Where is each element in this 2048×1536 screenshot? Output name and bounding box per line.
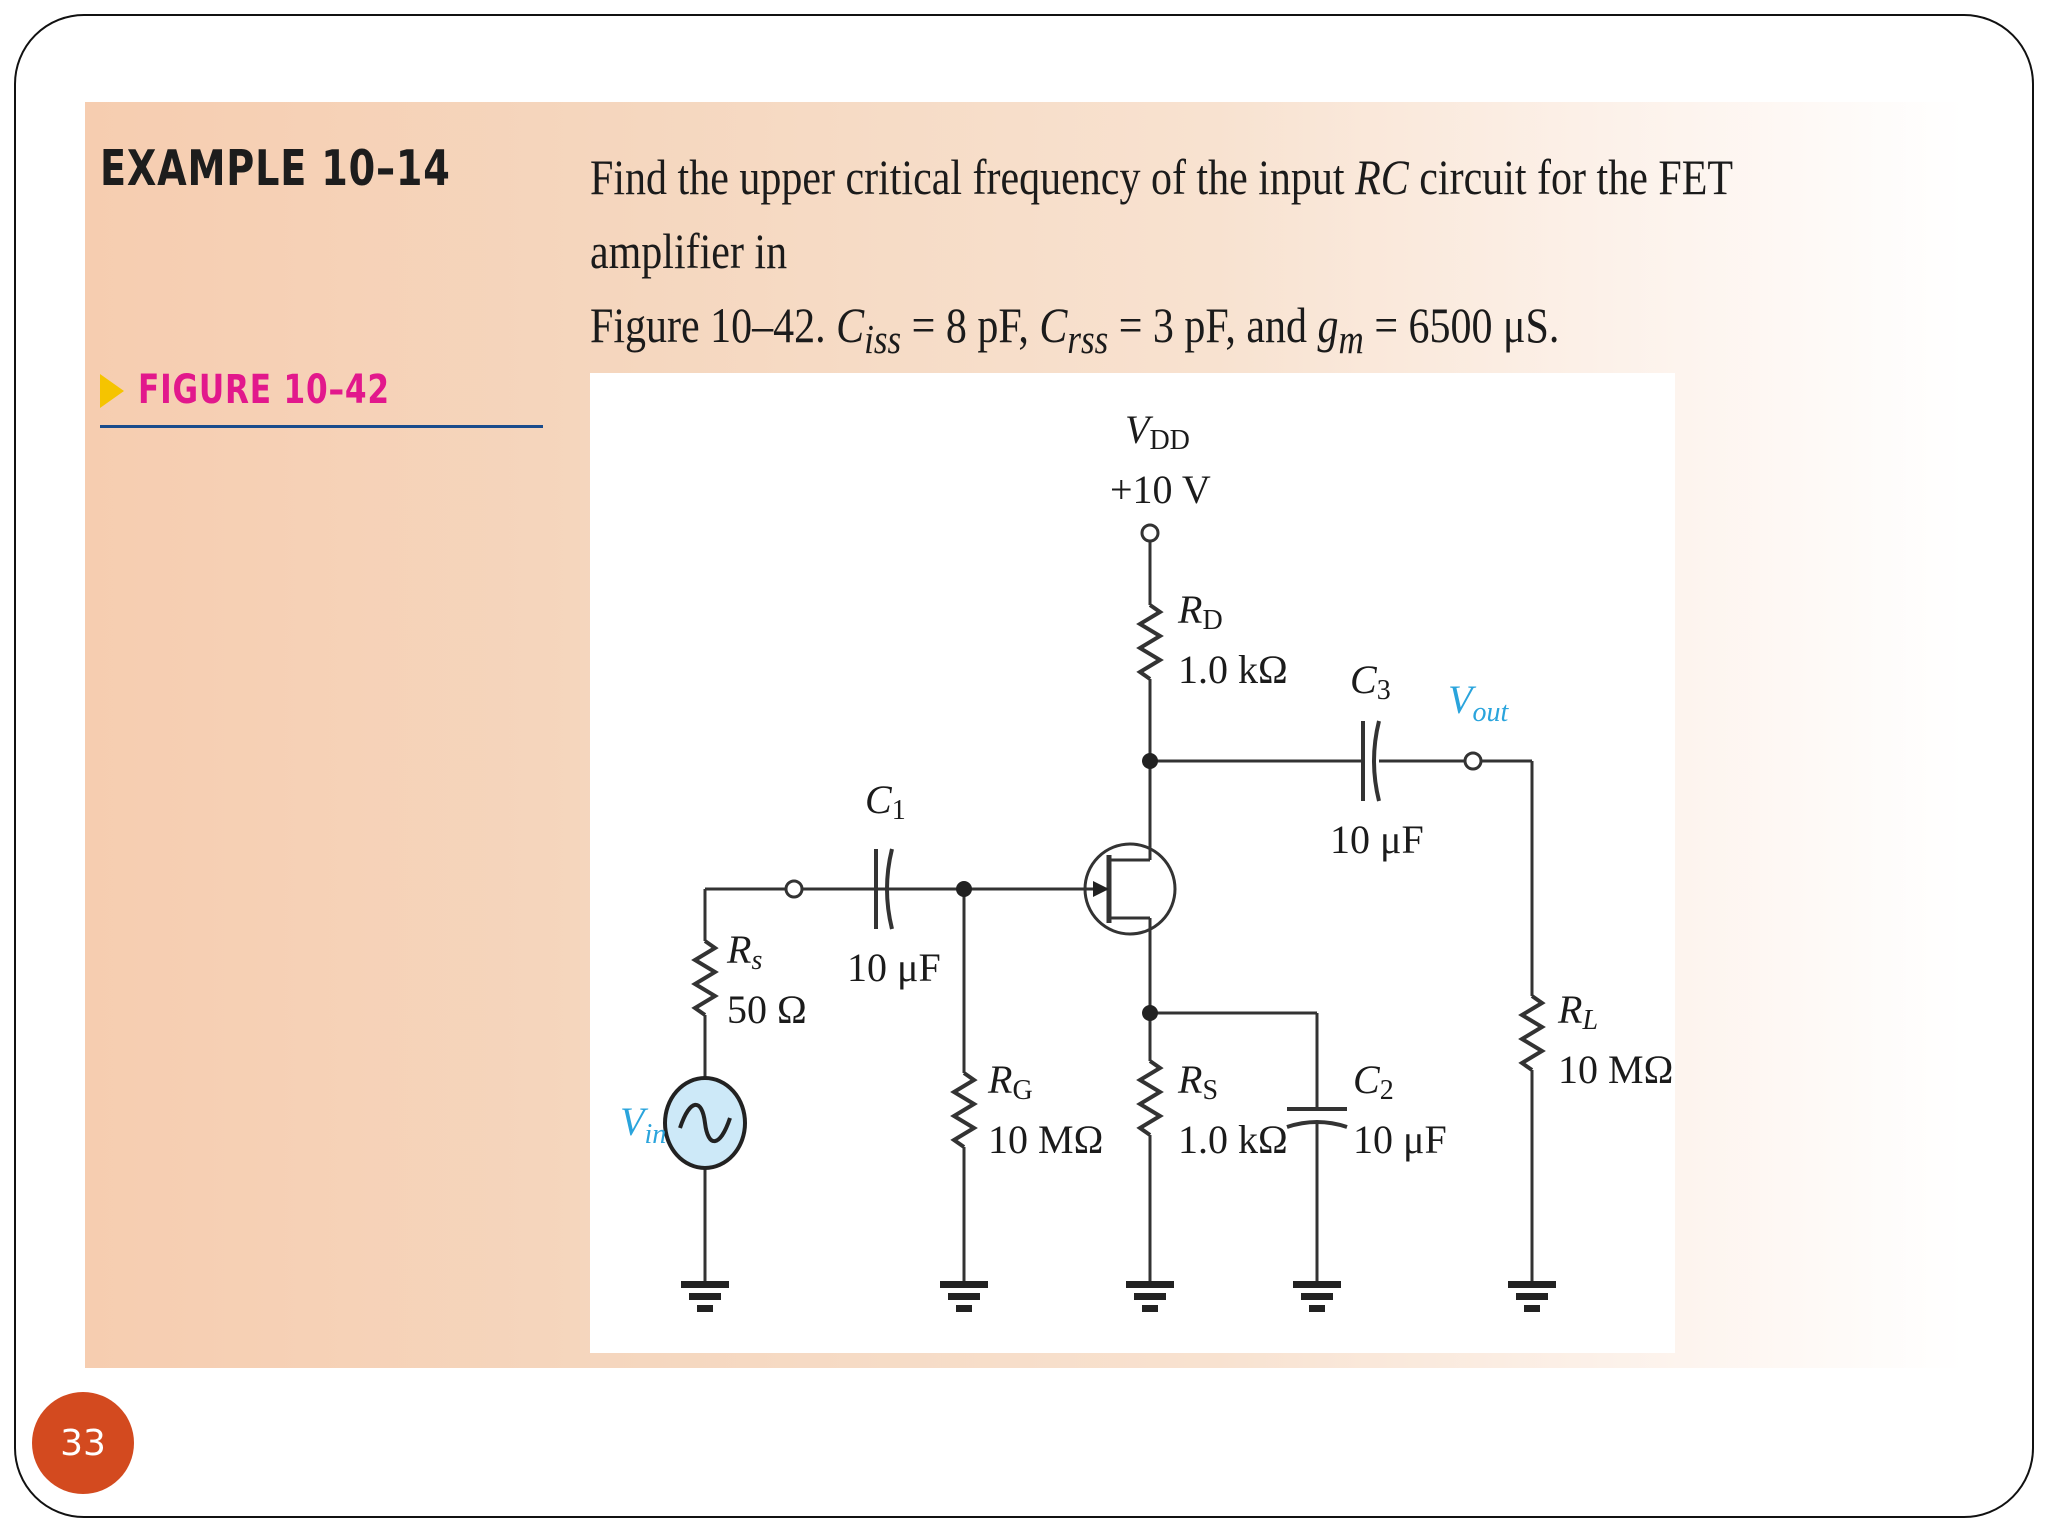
terminal-vdd [1140, 523, 1160, 543]
rg-label: RG [987, 1057, 1033, 1106]
figure-rule [100, 425, 543, 428]
vdd-value: +10 V [1110, 467, 1211, 512]
rg-resistor [950, 1071, 978, 1149]
c1-plate-right [885, 848, 894, 930]
vout-label: Vout [1448, 677, 1509, 728]
figure-arrow-icon [100, 374, 124, 408]
rl-value: 10 MΩ [1558, 1047, 1673, 1092]
rd-value: 1.0 kΩ [1178, 647, 1288, 692]
node-drain [1142, 753, 1158, 769]
page-number-badge: 33 [32, 1392, 134, 1494]
c3-value: 10 μF [1330, 817, 1424, 862]
rs-resistor [1136, 1059, 1164, 1137]
c2-value: 10 μF [1353, 1117, 1447, 1162]
c1-label: C1 [865, 777, 906, 826]
rg-value: 10 MΩ [988, 1117, 1103, 1162]
node-source [1142, 1005, 1158, 1021]
c3-plate-right [1372, 720, 1381, 802]
figure-label: FIGURE 10–42 [138, 367, 390, 413]
rsig-resistor [691, 939, 719, 1017]
rs-label: RS [1177, 1057, 1218, 1106]
c2-plate-bottom [1286, 1120, 1348, 1129]
node-gate [956, 881, 972, 897]
c1-value: 10 μF [847, 945, 941, 990]
rd-label: RD [1177, 587, 1223, 636]
problem-line-2: Figure 10–42. Ciss = 8 pF, Crss = 3 pF, … [590, 297, 1560, 363]
c2-label: C2 [1353, 1057, 1394, 1106]
vin-label: Vin [620, 1099, 666, 1150]
jfet-gate-arrow-icon [1093, 881, 1109, 897]
terminal-input [784, 879, 804, 899]
example-heading: EXAMPLE 10–14 [100, 140, 451, 197]
problem-statement: Find the upper critical frequency of the… [590, 140, 1766, 377]
rl-label: RL [1557, 987, 1598, 1036]
ground-icon [1126, 1281, 1174, 1312]
problem-line-1: Find the upper critical frequency of the… [590, 149, 1733, 279]
rd-resistor [1136, 603, 1164, 681]
ground-icon [1293, 1281, 1341, 1312]
terminal-vout [1463, 751, 1483, 771]
rsig-label: Rs [726, 927, 762, 976]
rl-resistor [1518, 994, 1546, 1072]
rs-value: 1.0 kΩ [1178, 1117, 1288, 1162]
sine-wave-icon [678, 1102, 732, 1144]
c3-label: C3 [1350, 657, 1391, 706]
vdd-label: VDD [1125, 407, 1190, 456]
circuit-figure: VDD +10 V RD 1.0 kΩ C3 10 μF Vout C1 10 … [590, 373, 1675, 1353]
circuit-diagram: VDD +10 V RD 1.0 kΩ C3 10 μF Vout C1 10 … [620, 407, 1673, 1312]
ground-icon [1508, 1281, 1556, 1312]
ground-icon [940, 1281, 988, 1312]
ground-icon [681, 1281, 729, 1312]
slide-frame [14, 14, 2034, 1518]
rsig-value: 50 Ω [727, 987, 807, 1032]
